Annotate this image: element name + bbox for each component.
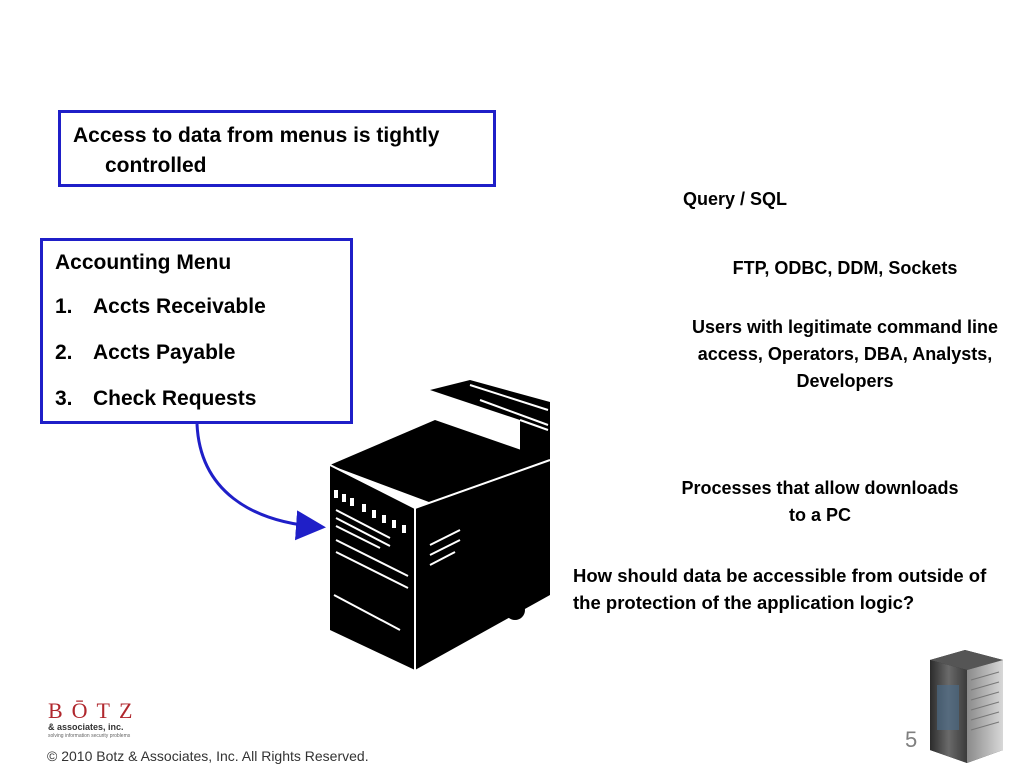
logo-tagline: solving information security problems [48, 733, 131, 739]
logo-brand: BŌTZ [48, 698, 142, 723]
callout-text: Access to data from menus is tightly con… [73, 124, 440, 177]
menu-item: 1. Accts Receivable [55, 293, 340, 321]
copyright-footer: © 2010 Botz & Associates, Inc. All Right… [47, 748, 369, 764]
logo-sub: & associates, inc. [48, 722, 124, 732]
question-text: How should data be accessible from outsi… [573, 565, 987, 613]
ftp-odbc-label: FTP, ODBC, DDM, Sockets [732, 258, 958, 278]
menu-item-label: Accts Payable [93, 341, 236, 364]
menu-item-number: 1. [55, 295, 73, 318]
menu-item-number: 3. [55, 387, 73, 410]
menu-item-label: Check Requests [93, 387, 257, 410]
menu-item: 2. Accts Payable [55, 339, 340, 367]
query-sql-label: Query / SQL [682, 189, 788, 209]
callout-box: Access to data from menus is tightly con… [58, 110, 496, 187]
botz-logo: BŌTZ & associates, inc. solving informat… [48, 700, 158, 746]
server-tower-icon [329, 380, 551, 670]
menu-item: 3. Check Requests [55, 385, 340, 413]
menu-item-number: 2. [55, 341, 73, 364]
accounting-menu-box: Accounting Menu 1. Accts Receivable 2. A… [40, 238, 353, 424]
page-number: 5 [905, 727, 918, 752]
small-server-icon [930, 650, 1003, 763]
processes-label: Processes that allow downloads to a PC [681, 478, 959, 525]
users-label: Users with legitimate command line acces… [691, 317, 999, 391]
menu-item-label: Accts Receivable [93, 295, 266, 318]
menu-title: Accounting Menu [55, 251, 232, 274]
